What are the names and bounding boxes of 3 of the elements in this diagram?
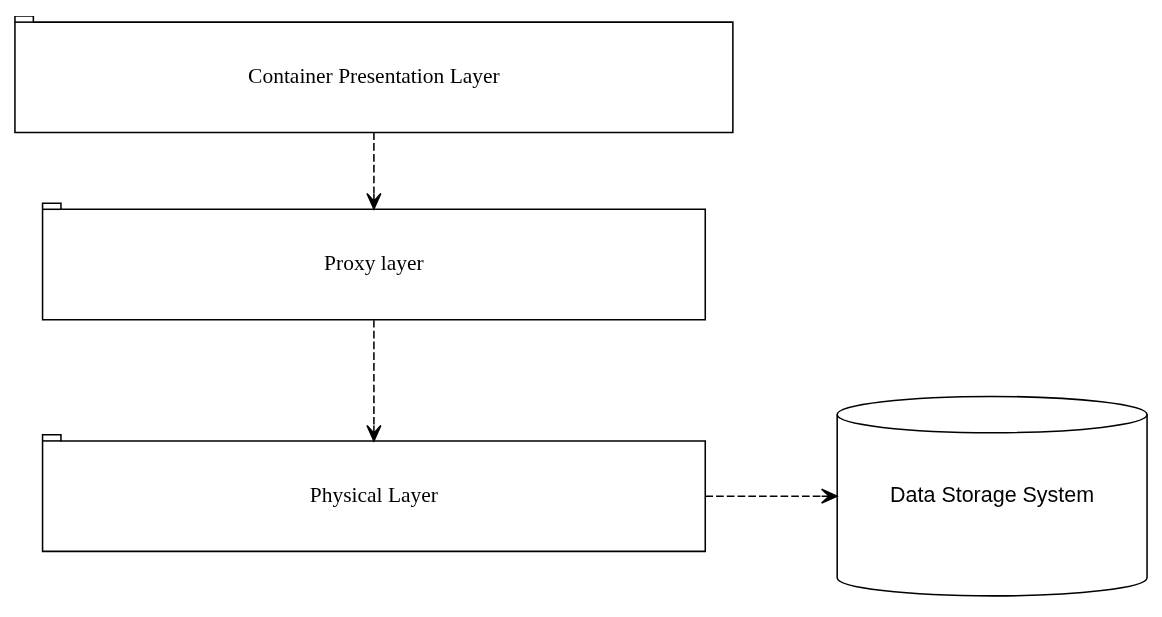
arrow [366,318,382,442]
arrow [366,131,382,210]
arrow [704,488,838,504]
